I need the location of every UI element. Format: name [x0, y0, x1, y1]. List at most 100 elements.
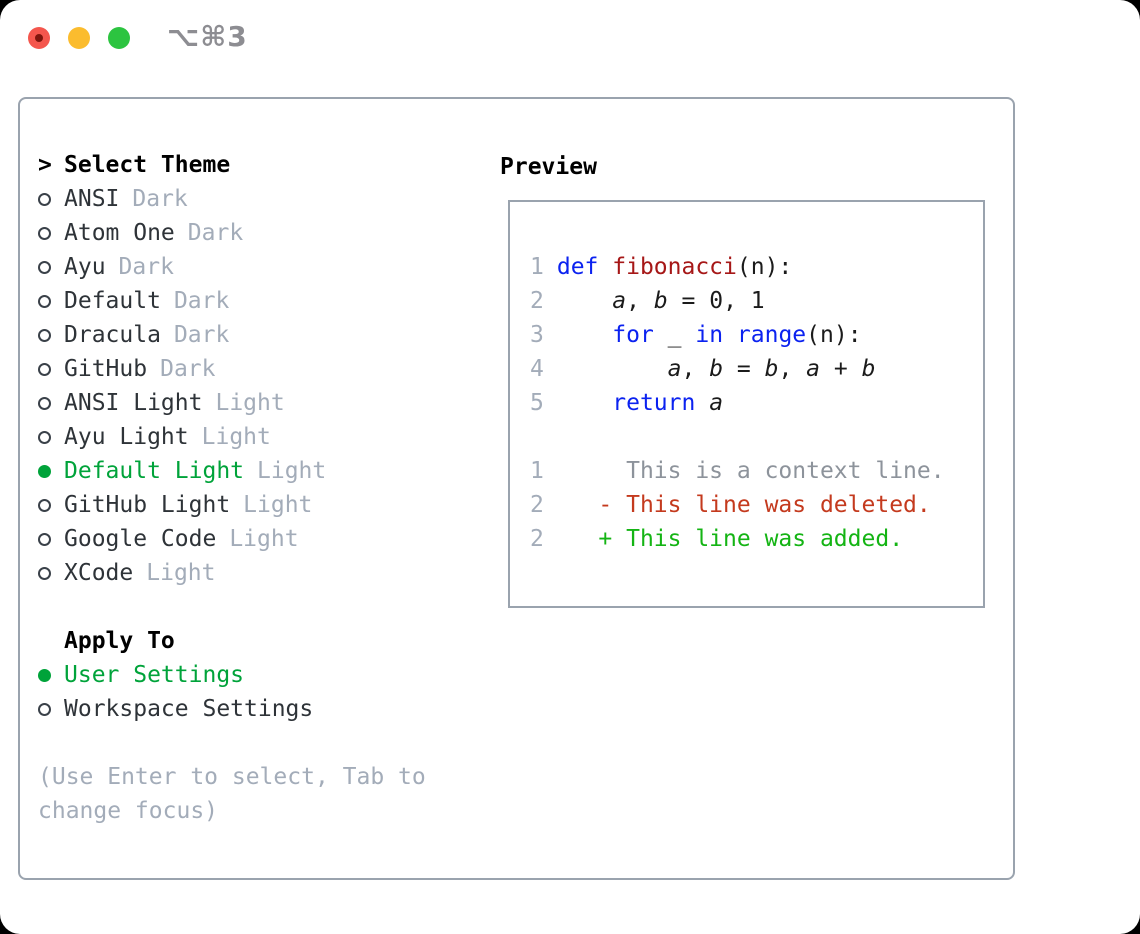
code-token: range: [736, 322, 807, 348]
code-token: =: [667, 288, 710, 314]
code-token: =: [723, 356, 765, 382]
code-token: a: [806, 356, 821, 382]
code-line: 3 for _ in range(n):: [530, 318, 983, 352]
line-number: 2: [530, 492, 544, 518]
keyboard-hint: (Use Enter to select, Tab to change focu…: [38, 764, 426, 824]
code-line: 5 return a: [530, 386, 983, 420]
radio-icon[interactable]: [38, 260, 51, 274]
code-line: 2 a, b = 0, 1: [530, 284, 983, 318]
code-token: + This line was added.: [556, 526, 904, 552]
code-token: [557, 288, 612, 314]
code-token: in: [695, 322, 724, 348]
code-line: 4 a, b = b, a + b: [530, 352, 983, 386]
theme-variant-label: Dark: [118, 254, 174, 280]
theme-variant-label: Dark: [173, 322, 230, 348]
theme-option-label: Default Light: [64, 458, 245, 484]
apply-to-option-label: Workspace Settings: [64, 696, 314, 722]
code-token: a: [612, 288, 627, 314]
theme-option[interactable]: ANSI Light Light: [38, 386, 326, 420]
code-token: b: [764, 356, 779, 382]
code-token: This is a context line.: [556, 458, 945, 484]
code-token: a: [667, 356, 682, 382]
code-token: (n):: [806, 322, 862, 348]
theme-option[interactable]: GitHub Light Light: [38, 488, 326, 522]
line-number: 3: [530, 322, 544, 348]
radio-icon[interactable]: [38, 328, 51, 342]
theme-option[interactable]: Atom One Dark: [38, 216, 326, 250]
radio-icon[interactable]: [38, 702, 51, 716]
radio-icon[interactable]: [38, 566, 51, 580]
code-token: a: [709, 390, 724, 416]
line-number: 2: [530, 288, 544, 314]
code-token: - This line was deleted.: [556, 492, 931, 518]
radio-icon[interactable]: [38, 192, 51, 206]
cursor-icon: >: [38, 152, 52, 178]
minimize-button-icon[interactable]: [68, 27, 90, 49]
code-token: 0, 1: [709, 288, 765, 314]
theme-variant-label: Light: [243, 492, 313, 518]
code-token: return: [612, 390, 696, 416]
radio-icon[interactable]: [38, 430, 51, 444]
theme-option-label: GitHub Light: [64, 492, 231, 518]
theme-variant-label: Light: [229, 526, 299, 552]
theme-option[interactable]: Google Code Light: [38, 522, 326, 556]
code-token: for: [612, 322, 654, 348]
window-controls: [28, 27, 130, 49]
code-token: (n):: [736, 254, 793, 280]
theme-variant-label: Light: [215, 390, 285, 416]
theme-option-label: ANSI Light: [64, 390, 203, 416]
code-token: [557, 322, 612, 348]
apply-to-header: Apply To: [38, 624, 313, 658]
theme-variant-label: Dark: [187, 220, 244, 246]
theme-list-header: > Select Theme: [38, 148, 326, 182]
code-line: 2 + This line was added.: [530, 522, 983, 556]
theme-option-label: Atom One: [64, 220, 175, 246]
zoom-button-icon[interactable]: [108, 27, 130, 49]
radio-icon[interactable]: [38, 362, 51, 376]
code-token: b: [653, 288, 668, 314]
theme-variant-label: Light: [201, 424, 271, 450]
code-token: b: [709, 356, 724, 382]
radio-icon[interactable]: [38, 532, 51, 546]
theme-option-label: GitHub: [64, 356, 148, 382]
theme-option[interactable]: Ayu Light Light: [38, 420, 326, 454]
code-token: _: [653, 322, 696, 348]
radio-icon[interactable]: [38, 294, 51, 308]
radio-icon[interactable]: [38, 498, 51, 512]
window-shortcut-label: ⌥⌘3: [167, 20, 248, 53]
apply-to-option[interactable]: Workspace Settings: [38, 692, 313, 726]
code-token: [695, 390, 709, 416]
theme-option[interactable]: ANSI Dark: [38, 182, 326, 216]
theme-option-label: Google Code: [64, 526, 217, 552]
theme-variant-label: Dark: [132, 186, 188, 212]
code-token: fibonacci: [612, 254, 737, 280]
code-token: [723, 322, 737, 348]
theme-variant-label: Light: [146, 560, 216, 586]
theme-list-title: Select Theme: [64, 152, 231, 178]
radio-selected-icon[interactable]: [38, 464, 51, 478]
theme-option-label: ANSI: [64, 186, 120, 212]
radio-selected-icon[interactable]: [38, 668, 51, 682]
theme-option-label: Ayu Light: [64, 424, 189, 450]
close-button-icon[interactable]: [28, 27, 50, 49]
radio-icon[interactable]: [38, 396, 51, 410]
code-token: ,: [626, 288, 654, 314]
radio-icon[interactable]: [38, 226, 51, 240]
code-token: [557, 390, 612, 416]
code-line: [530, 420, 983, 454]
apply-to-option[interactable]: User Settings: [38, 658, 313, 692]
apply-to-option-label: User Settings: [64, 662, 245, 688]
code-token: def: [556, 254, 613, 280]
code-token: b: [861, 356, 876, 382]
